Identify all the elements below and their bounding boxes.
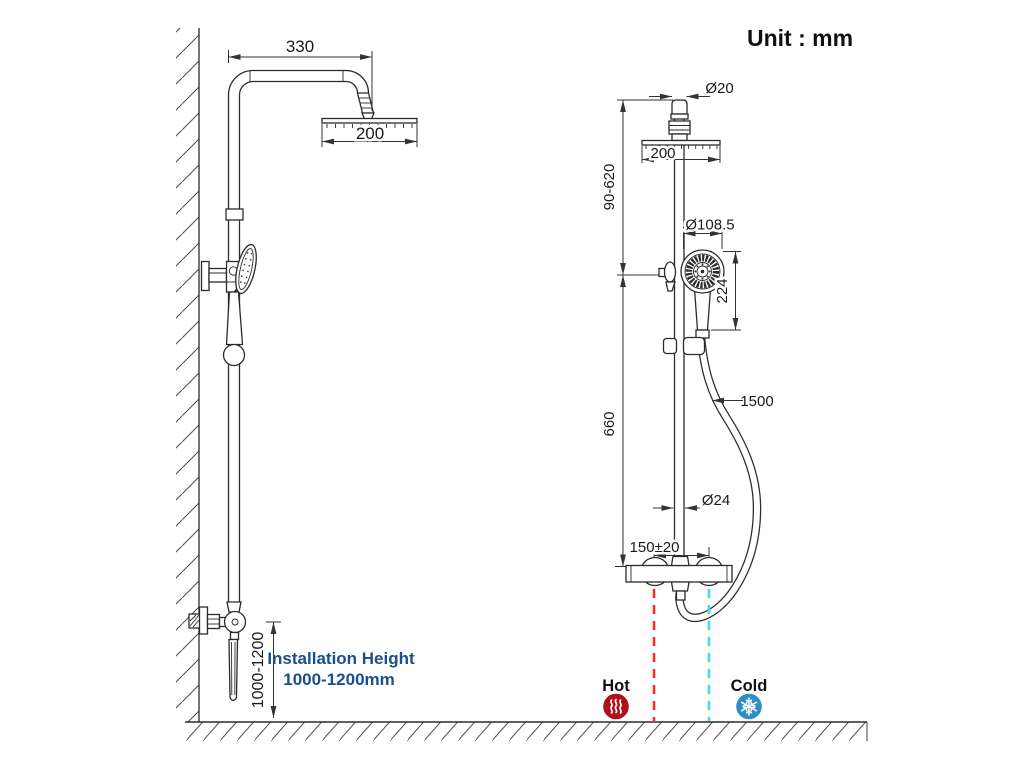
- installation-note: Installation Height 1000-1200mm: [267, 649, 415, 689]
- dim-riser-length-value: 660: [601, 411, 618, 436]
- hot-legend: Hot: [602, 677, 630, 720]
- side-view-drawing: 330 200: [188, 37, 418, 718]
- dim-riser-diameter: Ø24: [653, 492, 730, 511]
- dim-top-pipe-diameter-value: Ø20: [705, 80, 733, 97]
- dim-arm-length: 330: [228, 37, 373, 111]
- dim-upper-range: 90-620: [601, 99, 673, 276]
- installation-note-line2: 1000-1200mm: [283, 670, 395, 689]
- overhead-shower-side: [321, 117, 418, 128]
- installation-note-line1: Installation Height: [267, 649, 415, 668]
- shower-hose: [675, 337, 762, 622]
- riser-pipe-side: [225, 69, 370, 602]
- cold-label: Cold: [731, 677, 768, 695]
- dim-hose-length: 1500: [712, 393, 774, 410]
- dim-upper-range-value: 90-620: [601, 164, 618, 211]
- dim-head-width-side-value: 200: [356, 124, 384, 143]
- dim-head-width-front-value: 200: [650, 145, 675, 162]
- mixer-valve-side: [188, 601, 247, 641]
- hand-shower-face: [680, 249, 725, 294]
- diverter-knob: [658, 261, 677, 292]
- dim-installation-height: 1000-1200: [250, 621, 281, 718]
- hand-shower-handle-front: [693, 288, 712, 339]
- riser-pipe-front: [668, 99, 691, 560]
- hose-stub-side: [228, 638, 239, 701]
- cold-snowflake-icon: [736, 693, 762, 720]
- dim-top-pipe-diameter: Ø20: [649, 80, 734, 100]
- cold-legend: Cold: [731, 677, 768, 720]
- front-view-drawing: Ø20 200 90-620 660: [601, 80, 774, 721]
- dim-hand-shower-length-value: 224: [714, 278, 731, 303]
- thermostatic-valve-front: [625, 555, 733, 601]
- dim-inlet-spacing-value: 150±20: [630, 539, 680, 556]
- wall-section: [176, 28, 200, 722]
- hot-label: Hot: [602, 677, 630, 695]
- dim-riser-diameter-value: Ø24: [702, 492, 730, 509]
- slider-bracket-front: [662, 336, 706, 356]
- dim-arm-length-value: 330: [286, 37, 314, 56]
- floor-section: [185, 721, 868, 741]
- dim-hose-length-value: 1500: [740, 393, 773, 410]
- slider-knob-side: [222, 291, 246, 367]
- dim-head-width-front: 200: [641, 143, 721, 165]
- dim-installation-height-value: 1000-1200: [250, 632, 267, 709]
- unit-note-label: Unit : mm: [747, 25, 853, 51]
- hot-steam-icon: [603, 693, 629, 720]
- dim-hand-shower-diameter: Ø108.5: [683, 214, 737, 249]
- dim-riser-length: 660: [601, 275, 626, 567]
- dim-inlet-spacing: 150±20: [627, 537, 710, 560]
- dim-hand-shower-diameter-value: Ø108.5: [685, 217, 734, 234]
- dim-head-width-side: 200: [321, 122, 418, 147]
- dim-hand-shower-length: 224: [711, 251, 741, 331]
- overhead-shower-front: [641, 139, 721, 149]
